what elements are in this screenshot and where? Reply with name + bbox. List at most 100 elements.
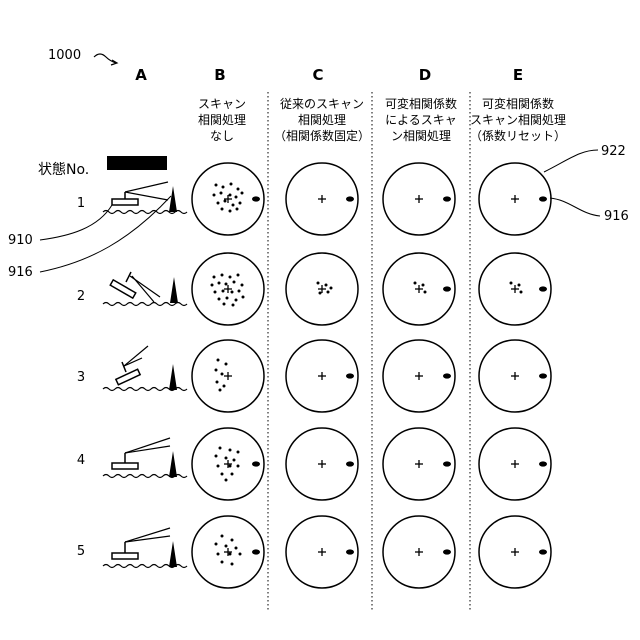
scope-c-1 — [286, 163, 358, 235]
clutter-dot — [225, 457, 228, 460]
clutter-dot — [215, 455, 218, 458]
clutter-dot — [231, 291, 234, 294]
target-echo — [346, 373, 354, 378]
hull-sketch-1 — [103, 156, 187, 214]
clutter-dot — [213, 276, 216, 279]
target-echo — [252, 549, 260, 554]
target-echo — [346, 549, 354, 554]
scope-c-2 — [286, 253, 358, 325]
target-echo — [443, 549, 451, 554]
scan-ray-lower — [125, 446, 170, 453]
clutter-dot — [221, 561, 224, 564]
scope-d-4 — [383, 428, 455, 500]
clutter-dot — [424, 291, 427, 294]
clutter-dot — [327, 291, 330, 294]
target-echo — [443, 286, 451, 291]
hull-body — [112, 553, 138, 559]
scope-d-2 — [383, 253, 455, 325]
clutter-dot — [231, 473, 234, 476]
clutter-dot — [233, 281, 236, 284]
leader-line-target-left — [40, 196, 171, 272]
target-916-icon — [169, 451, 177, 477]
clutter-dot — [319, 292, 322, 295]
clutter-dot — [215, 184, 218, 187]
scan-ray-upper — [125, 528, 170, 542]
scope-c-3 — [286, 340, 358, 412]
heading-b-line-3: なし — [210, 129, 234, 143]
clutter-dot — [518, 284, 521, 287]
column-letter-e: E — [513, 66, 523, 84]
clutter-dot — [217, 202, 220, 205]
clutter-dot — [221, 473, 224, 476]
scope-e-5 — [479, 516, 551, 588]
state-number-3: 3 — [77, 370, 85, 385]
clutter-dot — [237, 274, 240, 277]
target-echo — [539, 286, 547, 291]
scope-c-5 — [286, 516, 358, 588]
clutter-dot — [217, 465, 220, 468]
clutter-dot — [230, 183, 233, 186]
scan-ray-lower — [125, 536, 170, 542]
clutter-dot — [231, 539, 234, 542]
clutter-dot — [219, 389, 222, 392]
state-number-2: 2 — [77, 289, 85, 304]
scope-b-2 — [192, 253, 264, 325]
scope-d-1 — [383, 163, 455, 235]
scope-e-2 — [479, 253, 551, 325]
heading-d-line-3: ン相関処理 — [391, 129, 451, 143]
clutter-dot — [235, 196, 238, 199]
hull-body — [112, 199, 138, 205]
target-echo — [252, 461, 260, 466]
target-916-icon — [169, 541, 177, 567]
clutter-dot — [217, 359, 220, 362]
target-916-icon — [169, 186, 177, 212]
clutter-dot — [224, 200, 227, 203]
state-header: 状態No. — [38, 162, 89, 178]
heading-e-line-3: （係数リセット） — [470, 128, 566, 143]
clutter-dot — [221, 535, 224, 538]
scope-b-1 — [192, 163, 264, 235]
scan-ray-upper — [125, 182, 168, 192]
clutter-dot — [330, 287, 333, 290]
clutter-dot — [222, 290, 225, 293]
hull-sketch-3 — [103, 346, 187, 391]
clutter-dot — [235, 299, 238, 302]
clutter-dot — [232, 304, 235, 307]
clutter-dot — [229, 465, 232, 468]
clutter-dot — [222, 186, 225, 189]
clutter-dot — [231, 563, 234, 566]
clutter-dot — [221, 208, 224, 211]
clutter-dot — [215, 369, 218, 372]
clutter-dot — [317, 282, 320, 285]
scope-b-3 — [192, 340, 264, 412]
clutter-dot — [218, 298, 221, 301]
clutter-dot — [225, 363, 228, 366]
target-echo — [539, 461, 547, 466]
ref-label-target-left: 916 — [8, 265, 33, 280]
scope-e-4 — [479, 428, 551, 500]
hull-sketch-4 — [103, 438, 187, 478]
clutter-dot — [229, 276, 232, 279]
clutter-dot — [239, 202, 242, 205]
clutter-dot — [510, 282, 513, 285]
target-echo — [252, 196, 260, 201]
hull-body — [116, 369, 140, 385]
clutter-dot — [237, 451, 240, 454]
heading-b-line-1: スキャン — [198, 97, 246, 111]
ref-label-target-right: 916 — [604, 209, 629, 224]
column-letter-a: A — [135, 66, 147, 84]
scope-d-3 — [383, 340, 455, 412]
clutter-dot — [221, 373, 224, 376]
scope-e-3 — [479, 340, 551, 412]
heading-c-line-3: （相関係数固定） — [274, 128, 370, 143]
clutter-dot — [237, 188, 240, 191]
column-letter-d: D — [419, 66, 431, 84]
clutter-dot — [414, 282, 417, 285]
ref-label-scope: 922 — [601, 144, 626, 159]
state-number-4: 4 — [77, 453, 85, 468]
clutter-dot — [236, 208, 239, 211]
column-letter-b: B — [214, 66, 225, 84]
clutter-dot — [241, 192, 244, 195]
clutter-dot — [216, 381, 219, 384]
